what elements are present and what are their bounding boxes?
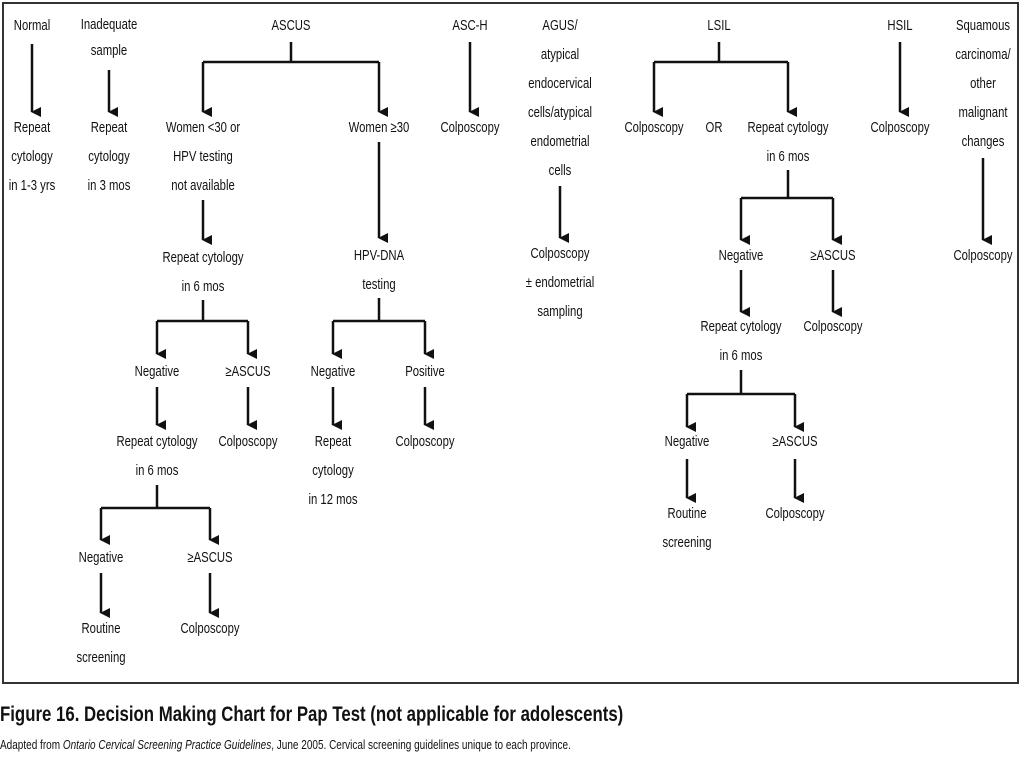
category-asc-h: ASC-H xyxy=(452,18,488,34)
source-title: Ontario Cervical Screening Practice Guid… xyxy=(62,738,272,752)
u30-neg-colposcopy: Colposcopy xyxy=(180,621,240,637)
hpv-colposcopy: Colposcopy xyxy=(395,434,455,450)
asch-colposcopy: Colposcopy xyxy=(440,120,500,136)
lsil-colposcopy: Colposcopy xyxy=(624,120,684,136)
lsil-neg-negative: Negative xyxy=(664,434,710,450)
u30-negative: Negative xyxy=(134,364,180,380)
hsil-colposcopy: Colposcopy xyxy=(870,120,930,136)
u30-neg-ascus: ≥ASCUS xyxy=(187,550,233,566)
lsil-neg-ascus: ≥ASCUS xyxy=(772,434,818,450)
squamous-colposcopy: Colposcopy xyxy=(953,248,1013,264)
category-lsil: LSIL xyxy=(707,18,731,34)
figure-caption-source: Adapted from Ontario Cervical Screening … xyxy=(0,738,571,752)
diagram-frame xyxy=(2,2,1019,684)
lsil-or: OR xyxy=(705,120,723,136)
category-ascus: ASCUS xyxy=(271,18,311,34)
lsil-neg-colposcopy: Colposcopy xyxy=(765,506,825,522)
lsil-ascus: ≥ASCUS xyxy=(810,248,856,264)
category-hsil: HSIL xyxy=(887,18,913,34)
source-prefix: Adapted from xyxy=(0,738,63,752)
source-suffix: , June 2005. Cervical screening guidelin… xyxy=(271,738,571,752)
u30-neg-negative: Negative xyxy=(78,550,124,566)
figure-caption-title: Figure 16. Decision Making Chart for Pap… xyxy=(0,703,624,726)
lsil-negative: Negative xyxy=(718,248,764,264)
hpv-positive: Positive xyxy=(405,364,445,380)
u30-colposcopy: Colposcopy xyxy=(218,434,278,450)
category-normal: Normal xyxy=(13,18,51,34)
u30-ascus: ≥ASCUS xyxy=(225,364,271,380)
lsil-ascus-colposcopy: Colposcopy xyxy=(803,319,863,335)
ascus-women-over-30: Women ≥30 xyxy=(348,120,410,136)
hpv-negative: Negative xyxy=(310,364,356,380)
